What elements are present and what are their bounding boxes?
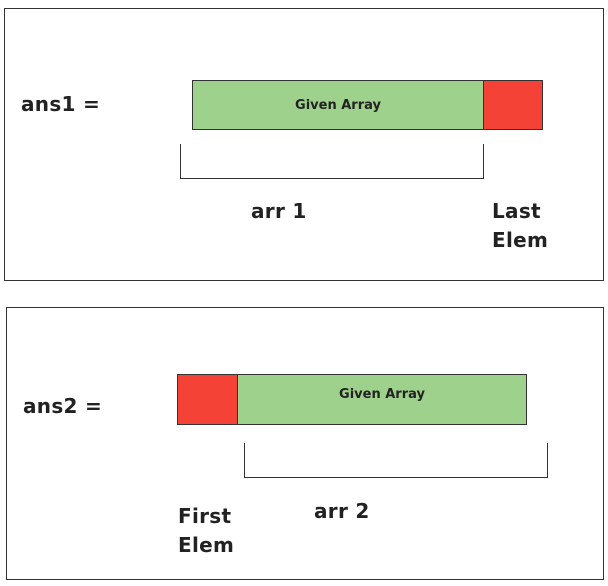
ans2-label: ans2 =: [23, 394, 103, 418]
last-elem-label: Last Elem: [492, 197, 548, 255]
first-elem-box: [177, 374, 238, 425]
given-array-label-2: Given Array: [339, 387, 425, 402]
given-array-box-2: [237, 374, 527, 425]
arr1-bracket: [180, 144, 484, 179]
given-array-label-1: Given Array: [295, 98, 381, 113]
ans1-label: ans1 =: [21, 92, 101, 116]
arr2-label: arr 2: [314, 499, 370, 523]
arr1-label: arr 1: [251, 199, 307, 223]
last-elem-box: [483, 80, 543, 130]
first-elem-label-line2: Elem: [178, 533, 235, 557]
panel-ans1: [4, 8, 604, 281]
first-elem-label-line1: First: [178, 504, 232, 528]
last-elem-label-line1: Last: [492, 199, 541, 223]
given-array-box-1: [192, 80, 484, 130]
first-elem-label: First Elem: [178, 502, 234, 560]
panel-ans2: [6, 307, 604, 580]
arr2-bracket: [244, 443, 548, 478]
last-elem-label-line2: Elem: [492, 228, 549, 252]
